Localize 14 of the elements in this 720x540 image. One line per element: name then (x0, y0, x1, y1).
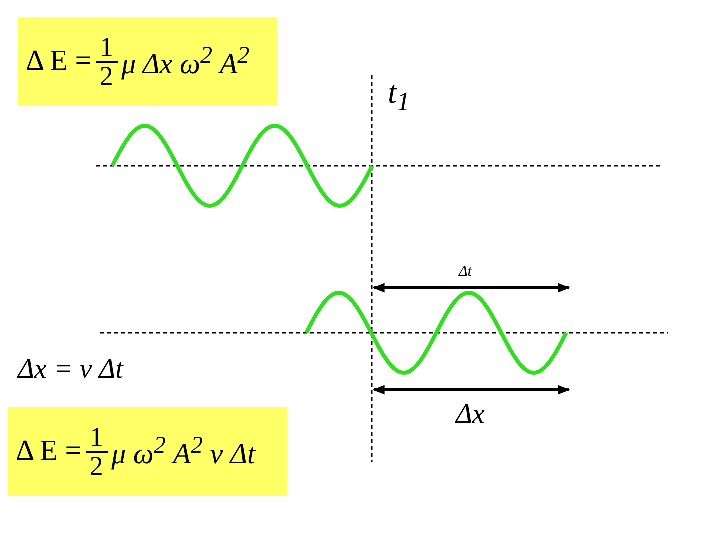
denominator: 2 (100, 62, 114, 90)
denominator: 2 (90, 452, 104, 480)
formula-text: Δx = v Δt (18, 356, 124, 384)
numerator: 1 (90, 424, 104, 450)
numerator: 1 (100, 34, 114, 60)
distance-label: Δx (456, 401, 485, 429)
formula-text: μ Δx ω$^{2}$ A$^{2}$ (122, 44, 250, 80)
interval-label: Δt (459, 265, 472, 280)
formula-text: μ ω$^{2}$ A$^{2}$ v Δt (112, 434, 256, 470)
formula-box (18, 17, 277, 106)
formula-text: Δ E = (26, 47, 92, 76)
formula-box (8, 407, 287, 496)
time-label: t$_{1}$ (388, 76, 410, 116)
formula-text: Δ E = (16, 437, 82, 466)
